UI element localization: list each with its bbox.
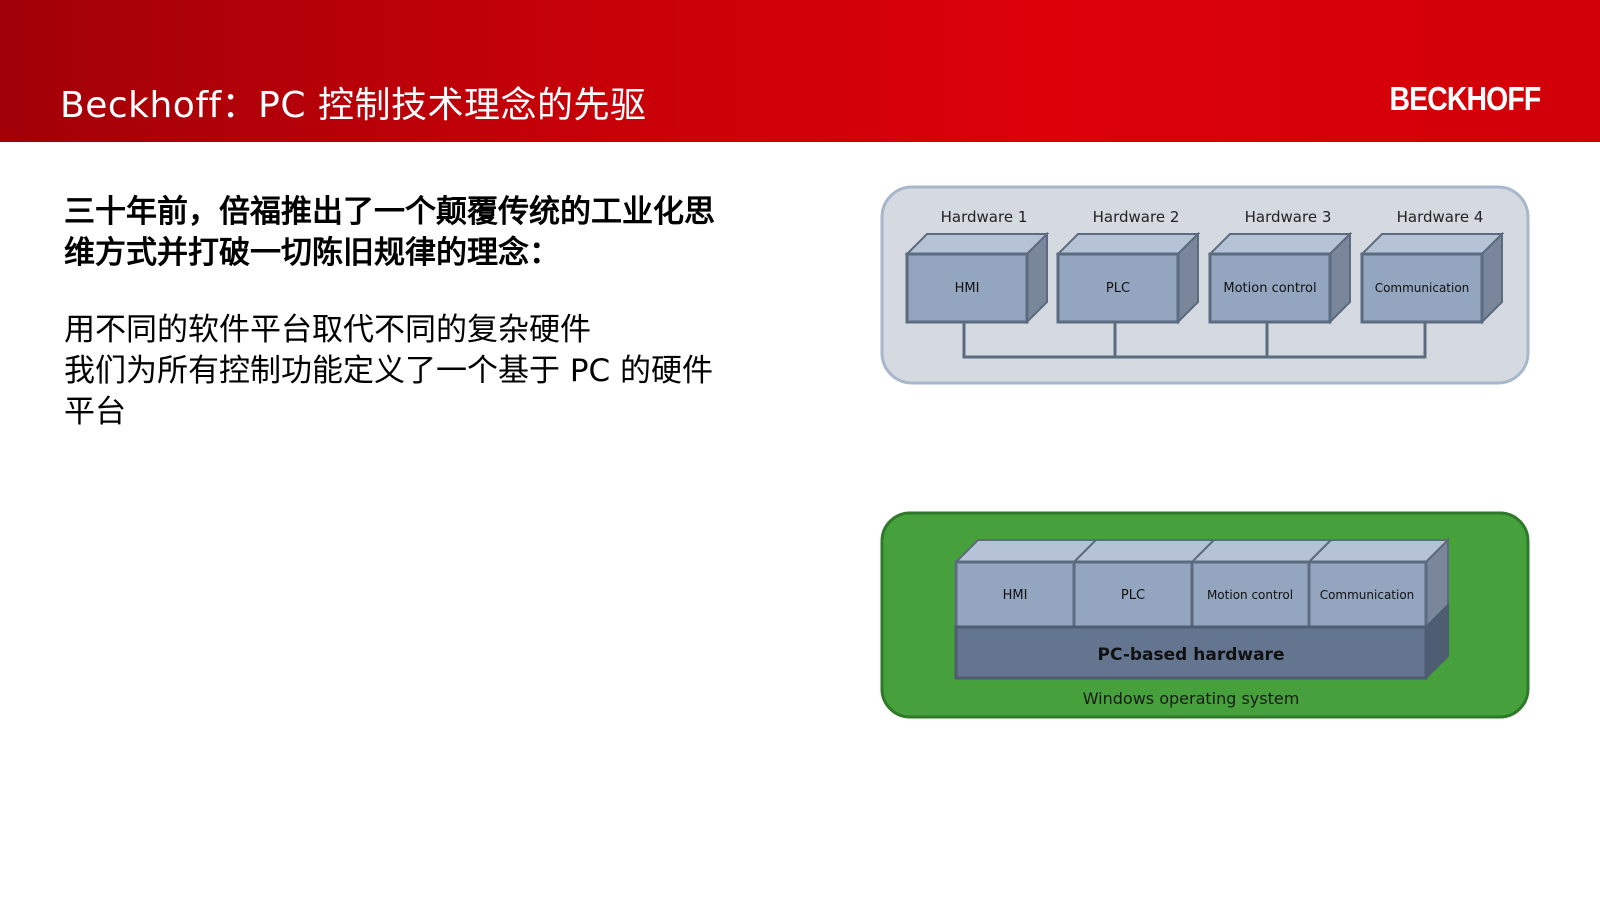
- diagram-separate-hardware: Hardware 1 HMI Hardware 2 PLC Hardware 3…: [880, 185, 1530, 385]
- hardware-label: Hardware 3: [1245, 208, 1332, 226]
- module-label: Motion control: [1223, 281, 1316, 296]
- box-top: [1055, 233, 1201, 255]
- module-label: HMI: [1003, 588, 1028, 603]
- point-line: 平台: [64, 394, 126, 430]
- lead-line: 三十年前，倍福推出了一个颠覆传统的工业化思: [64, 194, 715, 230]
- point-list: 用不同的软件平台取代不同的复杂硬件 我们为所有控制功能定义了一个基于 PC 的硬…: [64, 310, 784, 433]
- point-line: 用不同的软件平台取代不同的复杂硬件: [64, 312, 591, 348]
- module-top: [1071, 539, 1217, 563]
- box-top: [1359, 233, 1505, 255]
- module-label: Communication: [1375, 281, 1470, 295]
- connector-bus: [962, 322, 1427, 359]
- base-label: PC-based hardware: [1098, 645, 1285, 665]
- diagram-pc-based: HMI PLC Motion control Communication PC-…: [880, 511, 1530, 719]
- module-label: PLC: [1106, 281, 1130, 296]
- module-top: [1306, 539, 1451, 563]
- box-face: [1056, 252, 1180, 324]
- page-title: Beckhoff：PC 控制技术理念的先驱: [60, 85, 647, 126]
- hardware-label: Hardware 2: [1093, 208, 1180, 226]
- box-face: [905, 252, 1029, 324]
- box-face: [1360, 252, 1484, 324]
- module-face: [1307, 560, 1428, 629]
- module-top: [1189, 539, 1334, 563]
- box-face: [1208, 252, 1332, 324]
- module-top: [953, 539, 1099, 563]
- lead-line: 维方式并打破一切陈旧规律的理念：: [64, 235, 560, 271]
- box-top: [904, 233, 1050, 255]
- module-label: Motion control: [1207, 588, 1293, 602]
- pc-based-hardware-base: [954, 625, 1428, 680]
- module-label: HMI: [955, 281, 980, 296]
- box-top: [1207, 233, 1353, 255]
- hardware-label: Hardware 4: [1397, 208, 1484, 226]
- module-label: PLC: [1121, 588, 1145, 603]
- hardware-1: Hardware 1 HMI: [904, 208, 1050, 325]
- lead-paragraph: 三十年前，倍福推出了一个颠覆传统的工业化思 维方式并打破一切陈旧规律的理念：: [64, 192, 784, 274]
- module-face: [954, 560, 1076, 629]
- point-line: 我们为所有控制功能定义了一个基于 PC 的硬件: [64, 353, 714, 389]
- module-label: Communication: [1320, 588, 1415, 602]
- hardware-4: Hardware 4 Communication: [1359, 208, 1505, 325]
- hardware-3: Hardware 3 Motion control: [1207, 208, 1353, 325]
- hardware-2: Hardware 2 PLC: [1055, 208, 1201, 325]
- hardware-label: Hardware 1: [941, 208, 1028, 226]
- os-label: Windows operating system: [1083, 689, 1300, 708]
- header-bar: Beckhoff：PC 控制技术理念的先驱 BECKHOFF: [0, 0, 1600, 142]
- beckhoff-logo: BECKHOFF: [1389, 80, 1541, 117]
